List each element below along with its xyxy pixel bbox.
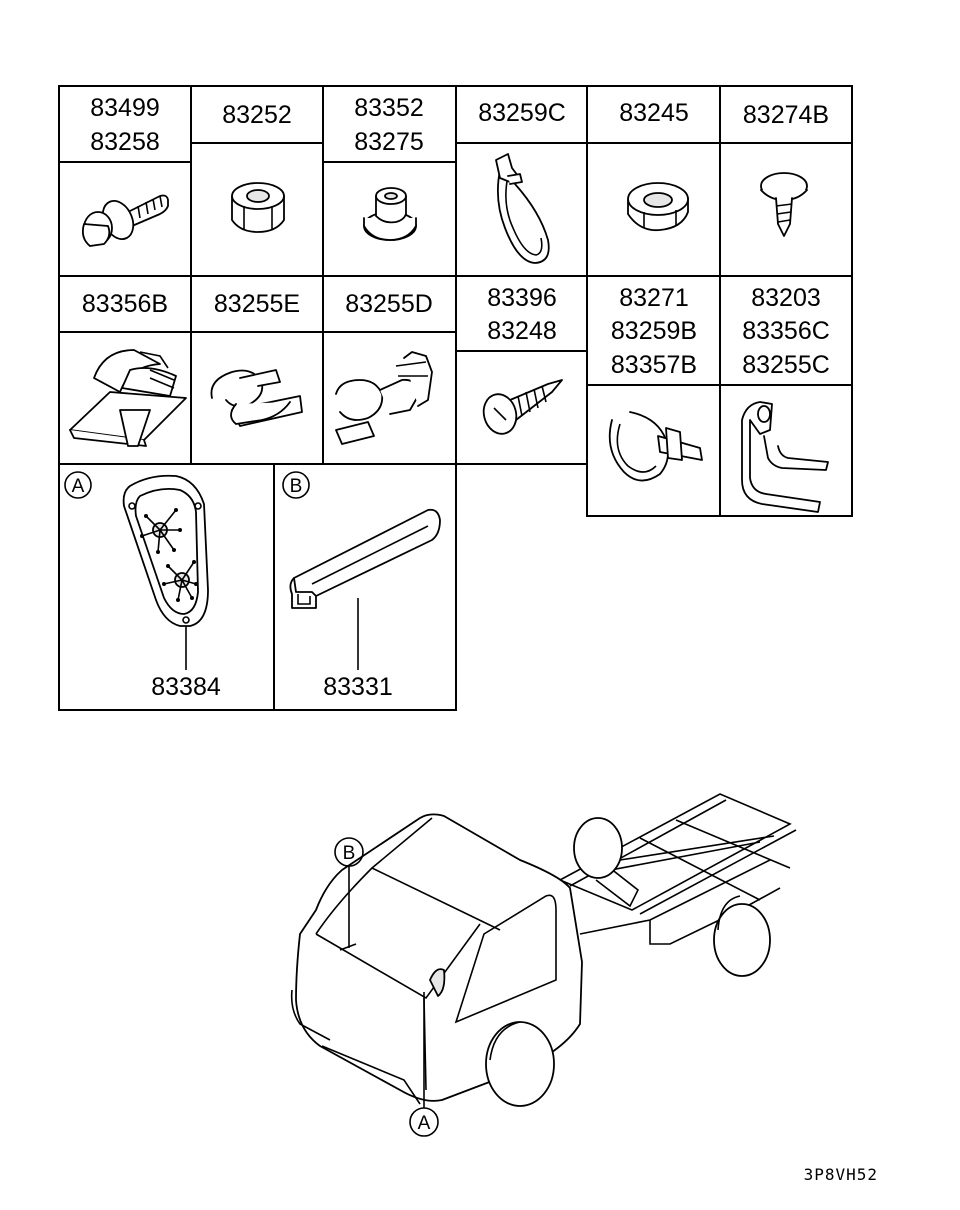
vehicle-callout-a: A bbox=[418, 1113, 431, 1134]
grommet-plate-icon bbox=[122, 474, 209, 627]
part-number-83255e: 83255E bbox=[214, 290, 300, 318]
part-number-83252: 83252 bbox=[222, 101, 292, 129]
harness-clip-icon bbox=[69, 349, 187, 447]
detail-b-callout: B bbox=[290, 476, 303, 497]
part-number-83255d: 83255D bbox=[345, 290, 433, 318]
part-number-83384: 83384 bbox=[151, 673, 221, 701]
nut-icon bbox=[231, 182, 285, 233]
parts-grid-lines bbox=[58, 85, 853, 711]
vehicle-callout-b: B bbox=[343, 843, 356, 864]
part-number-83499: 83499 bbox=[90, 94, 160, 122]
part-number-83331: 83331 bbox=[323, 673, 393, 701]
edge-trim-icon bbox=[289, 508, 441, 609]
grommet-nut-icon bbox=[363, 187, 417, 241]
detail-a-panel: A 83384 bbox=[64, 471, 221, 701]
part-number-83248: 83248 bbox=[487, 317, 557, 345]
part-number-83356c: 83356C bbox=[742, 317, 830, 345]
part-number-83271: 83271 bbox=[619, 284, 689, 312]
part-number-83356b: 83356B bbox=[82, 290, 168, 318]
detail-b-panel: B 83331 bbox=[282, 471, 441, 701]
diagram-code: 3P8VH52 bbox=[804, 1165, 878, 1184]
bracket-icon bbox=[741, 401, 829, 513]
part-number-83259c: 83259C bbox=[478, 99, 566, 127]
part-number-83357b: 83357B bbox=[611, 351, 697, 379]
part-number-83259b: 83259B bbox=[611, 317, 697, 345]
part-number-83255c: 83255C bbox=[742, 351, 830, 379]
detail-a-callout: A bbox=[72, 476, 85, 497]
band-clamp-icon bbox=[495, 153, 550, 264]
part-number-83203: 83203 bbox=[751, 284, 821, 312]
truck-illustration: B A bbox=[290, 793, 797, 1137]
part-number-83258: 83258 bbox=[90, 128, 160, 156]
band-clip-icon bbox=[210, 369, 303, 427]
tie-band-clamp-icon bbox=[608, 411, 703, 482]
harness-band-clip-icon bbox=[335, 351, 433, 445]
ring-grommet-icon bbox=[627, 182, 689, 232]
tapping-screw-icon bbox=[482, 379, 563, 435]
part-number-83396: 83396 bbox=[487, 284, 557, 312]
part-number-83274b: 83274B bbox=[743, 101, 829, 129]
part-number-83352: 83352 bbox=[354, 94, 424, 122]
push-rivet-icon bbox=[760, 172, 808, 237]
part-number-83275: 83275 bbox=[354, 128, 424, 156]
part-number-83245: 83245 bbox=[619, 99, 689, 127]
push-clip-icon bbox=[81, 194, 169, 247]
